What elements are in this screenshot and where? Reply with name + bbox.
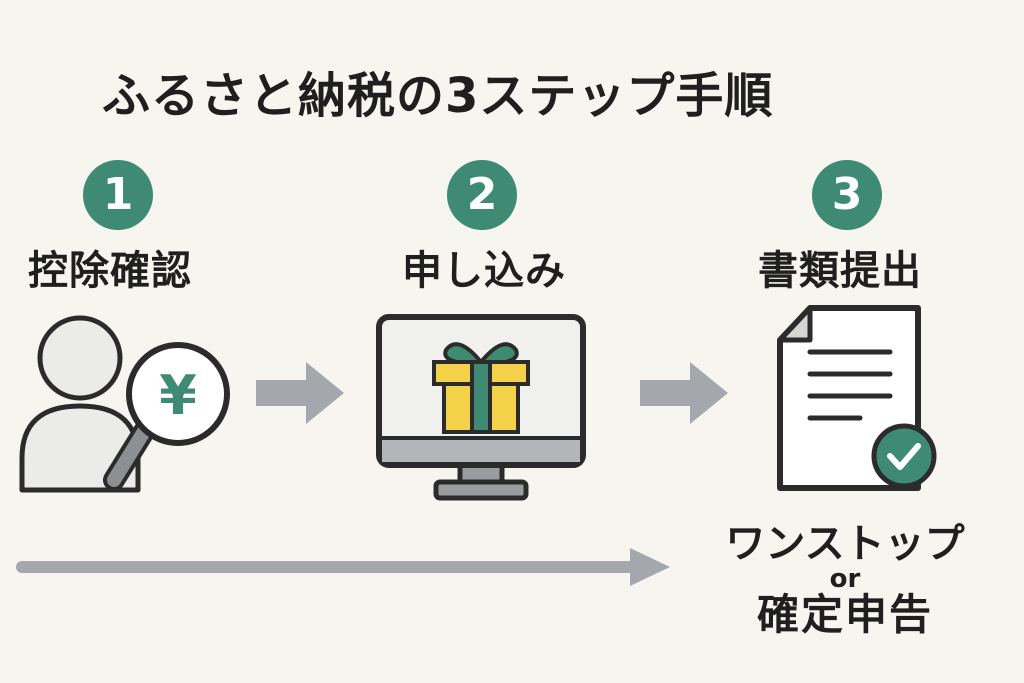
final-or: or	[829, 564, 861, 594]
final-option-onestop: ワンストップ	[725, 521, 965, 567]
document-fold	[777, 305, 813, 343]
step-1-label: 控除確認	[28, 248, 192, 294]
document-check-icon	[777, 305, 937, 491]
gift-ribbon	[470, 360, 492, 434]
person-magnifier-yen-icon: ¥	[19, 315, 230, 493]
step-3-label: 書類提出	[758, 248, 922, 294]
check-badge	[871, 423, 937, 489]
step-1-number-badge: 1	[83, 160, 153, 230]
yen-symbol: ¥	[159, 364, 197, 427]
final-option-tax-return: 確定申告	[756, 590, 933, 639]
magnifier-handle	[107, 423, 152, 487]
monitor-chin	[382, 438, 580, 462]
monitor-gift-icon	[376, 314, 586, 501]
arrow-right-icon	[640, 362, 728, 424]
page-title: ふるさと納税の3ステップ手順	[102, 68, 774, 124]
long-arrow-right-icon	[16, 548, 670, 586]
magnifier-lens	[126, 342, 230, 446]
step-3-number-badge: 3	[812, 160, 882, 230]
person-head	[37, 315, 123, 401]
checkmark-icon	[887, 443, 921, 470]
step-2-label: 申し込み	[402, 248, 566, 294]
step-2-number-badge: 2	[447, 160, 517, 230]
final-step-text: ワンストップ or 確定申告	[720, 524, 970, 636]
monitor-stand-base	[433, 479, 529, 501]
arrow-right-icon	[256, 362, 344, 424]
